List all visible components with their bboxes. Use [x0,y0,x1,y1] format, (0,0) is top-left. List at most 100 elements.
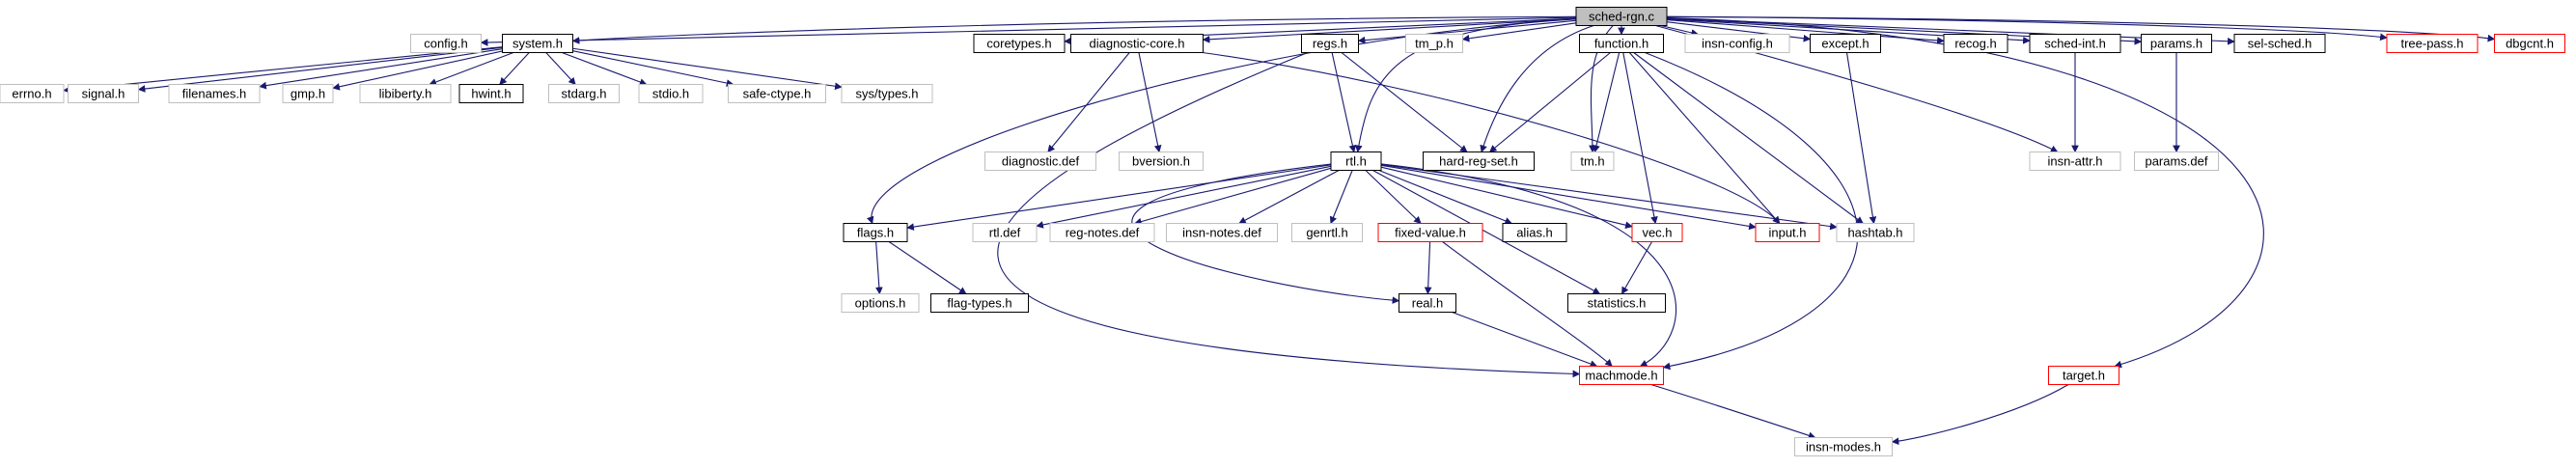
node-alias-h[interactable]: alias.h [1502,223,1567,242]
node-dbgcnt-h[interactable]: dbgcnt.h [2494,34,2565,53]
node-tm-h: tm.h [1570,151,1615,171]
node-box [1119,151,1204,171]
node-label: filenames.h [182,87,246,101]
node-label: rtl.h [1345,154,1367,169]
edge-diag_core_h-to-diag_def [1047,52,1130,153]
node-label: coretypes.h [986,37,1051,51]
node-box [1567,293,1666,313]
edge-flags_h-to-options_h [875,241,883,295]
edges-layer [63,15,2496,446]
edge-sched_rgn-to-hard_reg_set_h [1480,24,1594,153]
node-box [1502,223,1567,242]
node-filenames-h: filenames.h [168,84,261,103]
node-label: flags.h [857,226,894,240]
node-input-h[interactable]: input.h [1755,223,1820,242]
node-box [972,223,1038,242]
node-box [1291,223,1363,242]
node-label: sched-rgn.c [1589,10,1654,24]
node-system-h[interactable]: system.h [502,34,573,53]
node-insn-attr-h: insn-attr.h [2029,151,2121,171]
node-label: sys/types.h [855,87,918,101]
edge-rtl_h-to-vec_h [1380,166,1633,229]
edge-machmode_h-to-insn_modes_h [1650,383,1816,440]
node-vec-h[interactable]: vec.h [1631,223,1683,242]
edge-diag_core_h-to-bversion_h [1138,52,1162,153]
edge-rtl_h-to-flags_h [906,164,1332,231]
node-box [1166,223,1278,242]
edge-sched_rgn-to-diag_core_h [1202,18,1577,43]
node-flag-types-h[interactable]: flag-types.h [930,293,1029,313]
node-box [1755,223,1820,242]
edge-function_h-to-input_h [1628,52,1781,225]
node-box [2494,34,2565,53]
node-diag-core-h[interactable]: diagnostic-core.h [1070,34,1204,53]
edge-regs_h-to-hard_reg_set_h [1341,52,1468,152]
node-sel-sched-h[interactable]: sel-sched.h [2233,34,2326,53]
node-signal-h: signal.h [68,84,139,103]
node-real-h[interactable]: real.h [1399,293,1456,313]
edge-function_h-to-vec_h [1622,52,1658,225]
node-flags-h[interactable]: flags.h [843,223,908,242]
node-machmode-h[interactable]: machmode.h [1579,366,1664,385]
node-label: real.h [1412,296,1444,311]
node-box [2233,34,2326,53]
node-box [1794,437,1893,456]
node-label: insn-notes.def [1182,226,1261,240]
node-label: machmode.h [1585,369,1657,383]
node-box [973,34,1066,53]
node-label: insn-config.h [1702,37,1773,51]
edge-sched_rgn-to-flags_h [867,18,1577,225]
node-label: tm_p.h [1415,37,1454,51]
edge-system_h-to-safe_ctype_h [572,50,734,87]
node-box [1405,34,1463,53]
edge-rtl_h-to-input_h [1380,164,1757,231]
node-regs-h[interactable]: regs.h [1301,34,1359,53]
edge-rtl_h-to-rtl_def [1036,165,1332,229]
node-label: genrtl.h [1306,226,1347,240]
edge-system_h-to-stdio_h [562,51,648,86]
node-label: system.h [512,37,563,51]
node-errno-h: errno.h [0,84,65,103]
node-recog-h[interactable]: recog.h [1943,34,2008,53]
node-tree-pass-h[interactable]: tree-pass.h [2386,34,2479,53]
node-box [1049,223,1155,242]
node-box [1330,151,1382,171]
edge-system_h-to-filenames_h [259,48,503,90]
node-target-h[interactable]: target.h [2048,366,2119,385]
edge-sched_rgn-to-regs_h [1357,19,1577,44]
node-fixed-value-h[interactable]: fixed-value.h [1377,223,1483,242]
node-label: recog.h [1954,37,1996,51]
node-box [1579,366,1664,385]
node-box [638,84,704,103]
edge-flags_h-to-flag_types_h [888,241,967,294]
edge-regs_h-to-machmode_h [997,51,1581,378]
node-box [2048,366,2119,385]
edge-function_h-to-machmode_h [1645,51,1859,371]
node-box [410,34,482,53]
node-function-h[interactable]: function.h [1579,34,1664,53]
node-label: vec.h [1642,226,1672,240]
node-box [1377,223,1483,242]
node-safe-ctype-h: safe-ctype.h [728,84,826,103]
node-coretypes-h[interactable]: coretypes.h [973,34,1066,53]
node-libiberty-h: libiberty.h [359,84,452,103]
node-box [68,84,139,103]
node-statistics-h[interactable]: statistics.h [1567,293,1666,313]
node-params-h[interactable]: params.h [2141,34,2212,53]
node-label: options.h [855,296,906,311]
node-except-h[interactable]: except.h [1810,34,1881,53]
node-insn-modes-h: insn-modes.h [1794,437,1893,456]
node-rtl-def: rtl.def [972,223,1038,242]
node-label: errno.h [12,87,51,101]
node-sched-rgn[interactable]: sched-rgn.c [1575,7,1668,26]
node-label: insn-modes.h [1806,440,1881,454]
node-label: hashtab.h [1847,226,1902,240]
node-box [1070,34,1204,53]
edge-fixed_value_h-to-machmode_h [1442,241,1613,368]
node-sched-int-h[interactable]: sched-int.h [2029,34,2121,53]
node-label: hwint.h [471,87,511,101]
node-hwint-h[interactable]: hwint.h [458,84,524,103]
node-rtl-h[interactable]: rtl.h [1330,151,1382,171]
node-hard-reg-set-h[interactable]: hard-reg-set.h [1423,151,1535,171]
